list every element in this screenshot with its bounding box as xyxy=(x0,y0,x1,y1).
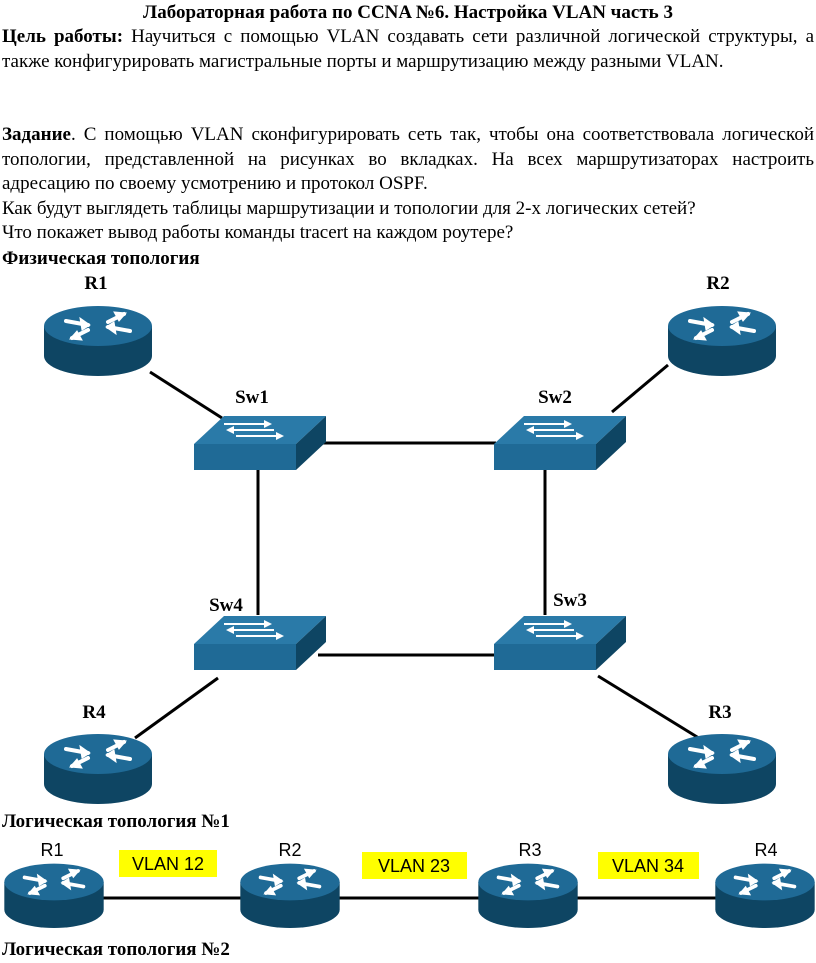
vlan-12-label: VLAN 12 xyxy=(132,854,204,874)
task-paragraph: Задание. С помощью VLAN сконфигурировать… xyxy=(2,123,814,197)
link-r2-sw2 xyxy=(611,363,669,414)
link-sw4-r4 xyxy=(134,676,219,740)
logical-router-r2-icon xyxy=(238,861,342,930)
vlan-12-highlight xyxy=(119,850,217,877)
label-r2: R2 xyxy=(706,273,729,294)
link-sw3-r3 xyxy=(597,674,703,742)
label-sw2: Sw2 xyxy=(538,387,572,408)
vlan-34-highlight xyxy=(598,852,699,879)
router-r4-icon xyxy=(42,732,154,806)
link-r1-sw1 xyxy=(149,370,223,420)
label-sw1: Sw1 xyxy=(235,387,269,408)
label-r1: R1 xyxy=(84,273,107,294)
logical-topology-2-heading: Логическая топология №2 xyxy=(2,939,230,960)
logical-topology-1-heading: Логическая топология №1 xyxy=(2,811,230,832)
goal-text: Научиться с помощью VLAN создавать сети … xyxy=(2,26,815,72)
logical-router-r3-icon xyxy=(476,861,580,930)
router-r1-icon xyxy=(42,304,154,378)
switch-sw1-icon xyxy=(193,415,327,471)
question-routing-tables: Как будут выглядеть таблицы маршрутизаци… xyxy=(2,198,696,219)
task-label: Задание xyxy=(2,124,71,145)
logical-label-r1: R1 xyxy=(40,840,63,860)
router-r2-icon xyxy=(666,304,778,378)
label-r3: R3 xyxy=(708,702,731,723)
logical-label-r4: R4 xyxy=(754,840,777,860)
label-sw3: Sw3 xyxy=(553,590,587,611)
vlan-23-label: VLAN 23 xyxy=(378,856,450,876)
vlan-highlights xyxy=(119,850,699,879)
logical-label-r2: R2 xyxy=(278,840,301,860)
task-text: . С помощью VLAN сконфигурировать сеть т… xyxy=(2,124,814,194)
switch-sw2-icon xyxy=(493,415,627,471)
physical-topology-heading: Физическая топология xyxy=(2,248,200,269)
router-r3-icon xyxy=(666,732,778,806)
label-r4: R4 xyxy=(82,702,106,723)
goal-label: Цель работы: xyxy=(2,26,124,47)
label-sw4: Sw4 xyxy=(209,595,243,616)
goal-paragraph: Цель работы: Научиться с помощью VLAN со… xyxy=(2,25,814,74)
switch-sw3-icon xyxy=(493,615,627,671)
switch-sw4-icon xyxy=(193,615,327,671)
logical-router-r1-icon xyxy=(2,861,106,930)
logical-label-r3: R3 xyxy=(518,840,541,860)
document-title: Лабораторная работа по CCNA №6. Настройк… xyxy=(143,2,673,23)
vlan-23-highlight xyxy=(362,852,467,879)
logical-router-r4-icon xyxy=(713,861,816,930)
vlan-34-label: VLAN 34 xyxy=(612,856,684,876)
question-tracert: Что покажет вывод работы команды tracert… xyxy=(2,222,514,243)
physical-links xyxy=(134,363,703,742)
